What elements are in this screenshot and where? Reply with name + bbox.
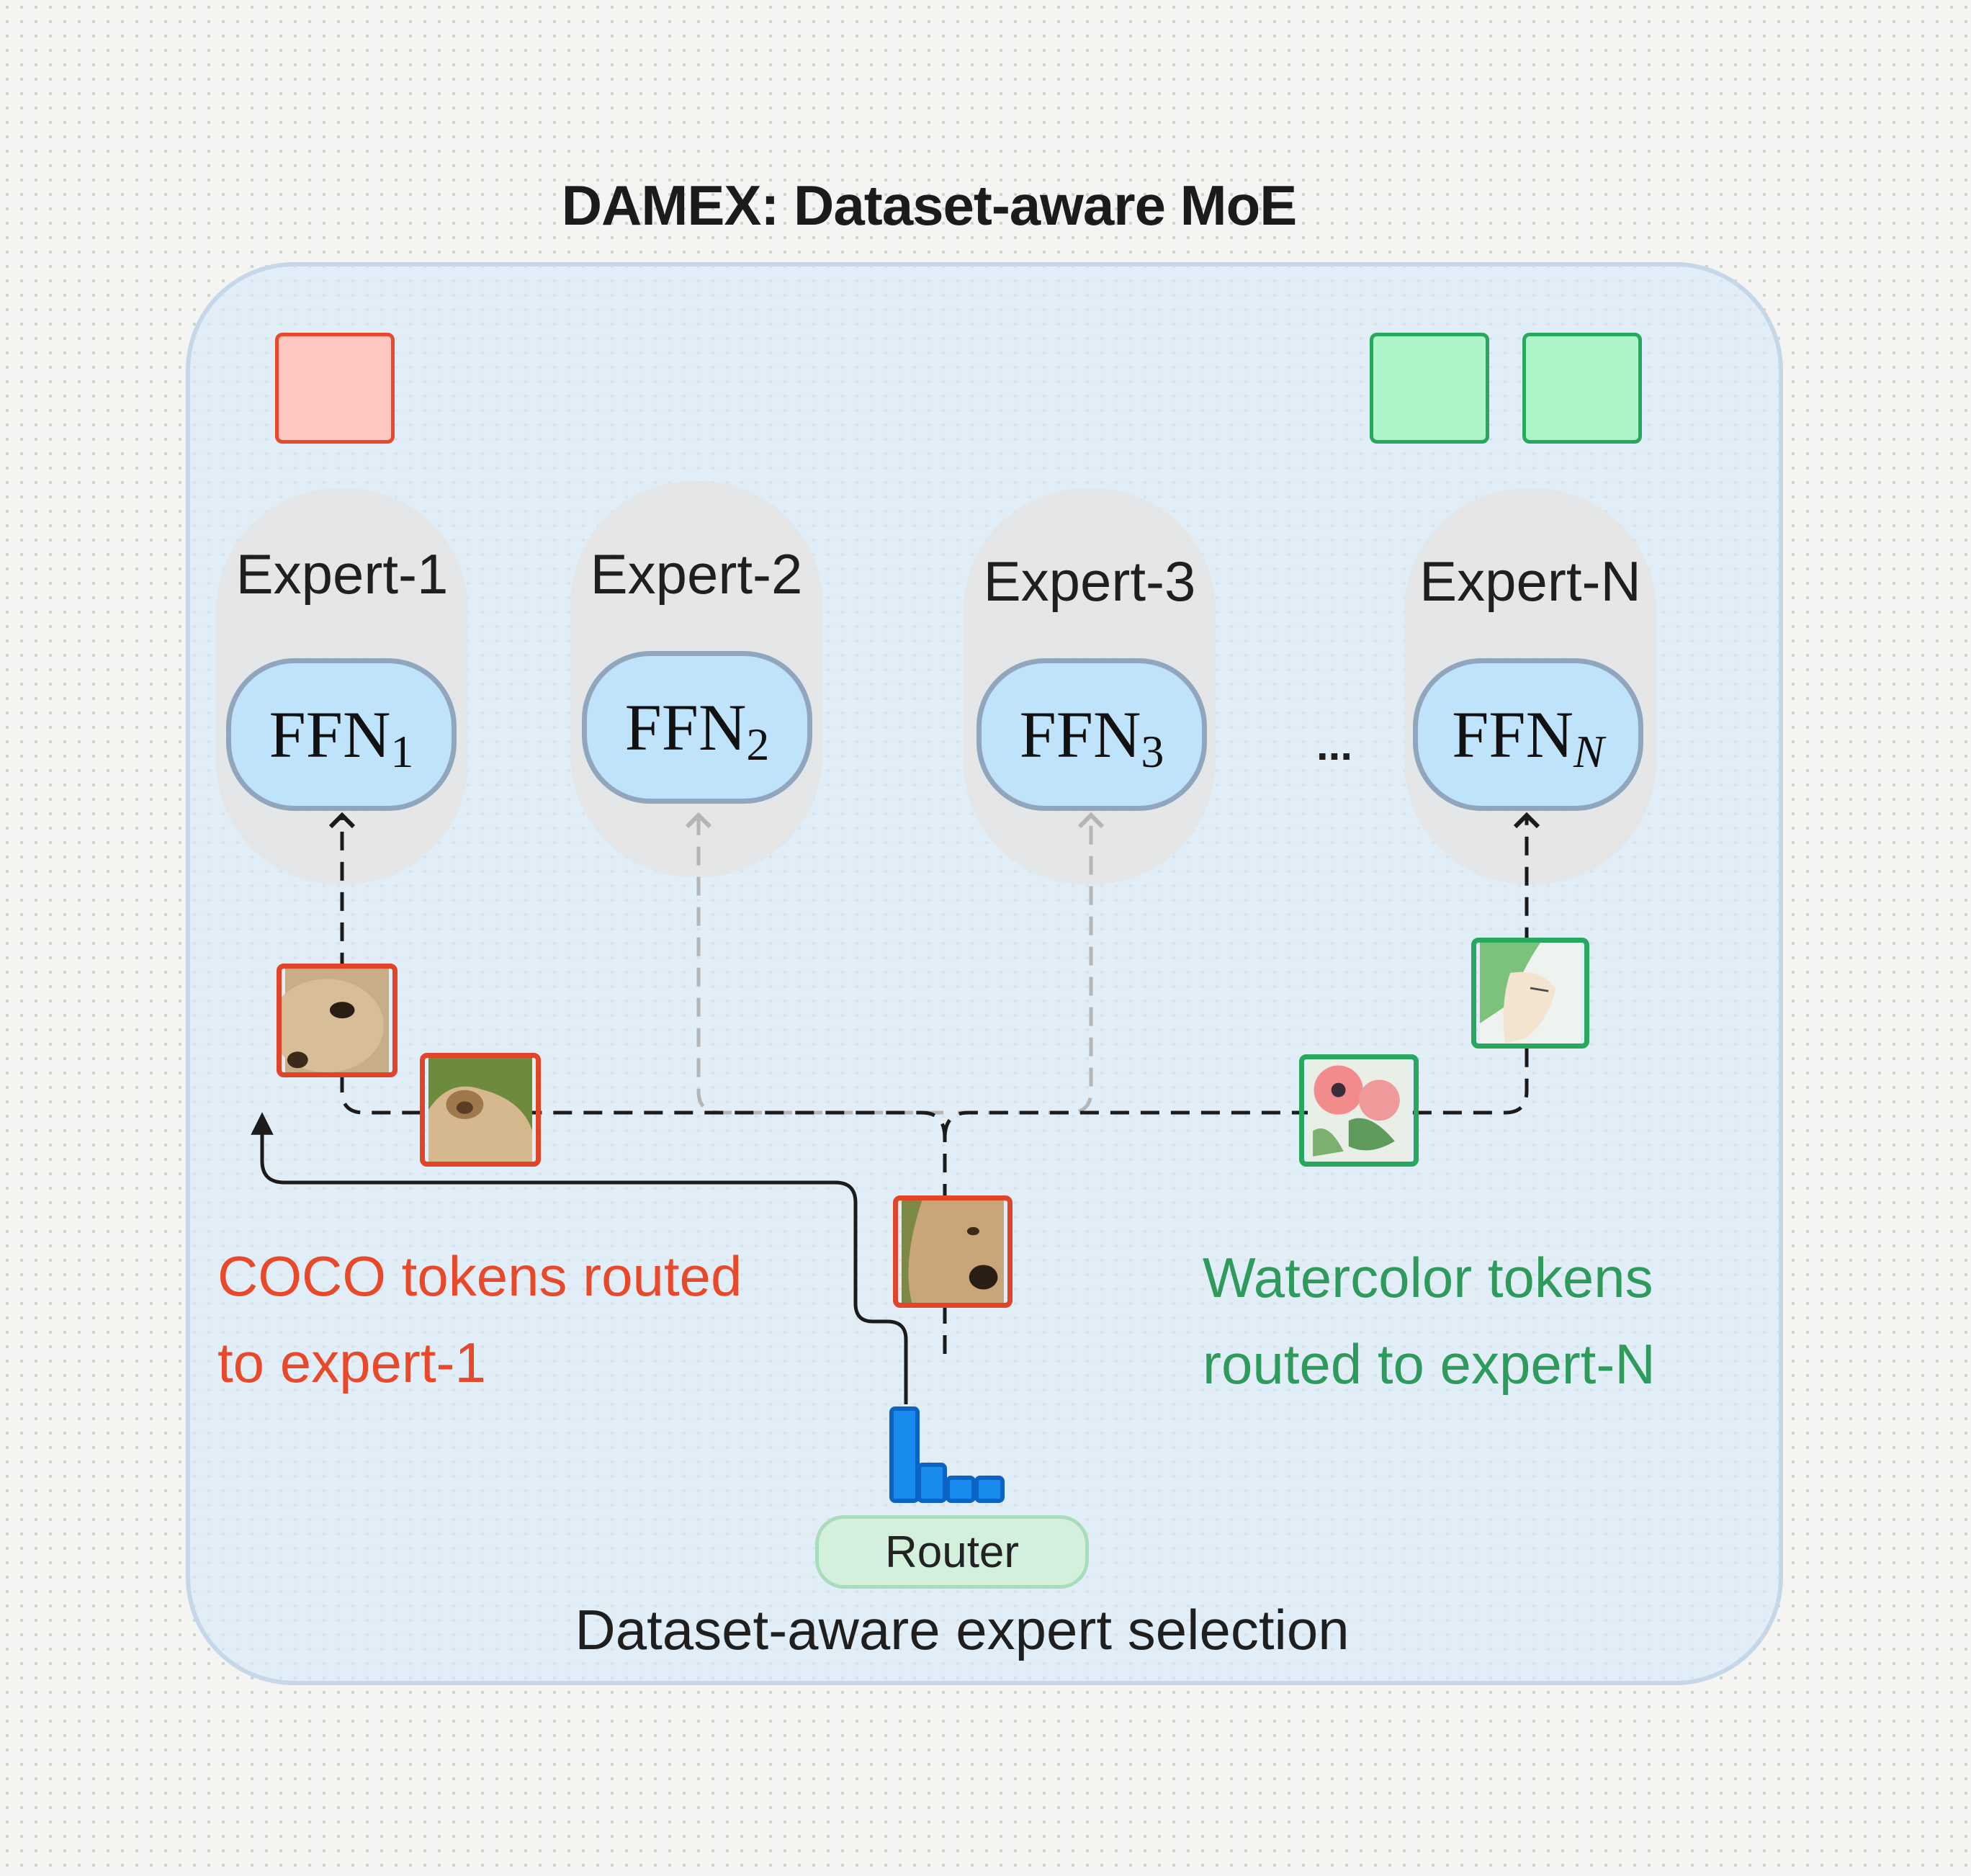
ffn-3-subscript: 3 xyxy=(1141,726,1164,777)
watercolor-face-patch xyxy=(1480,943,1581,1044)
watercolor-caption: Watercolor tokens routed to expert-N xyxy=(1203,1234,1656,1407)
route-to-expert-n xyxy=(943,812,1540,1139)
watercolor-caption-line-1: Watercolor tokens xyxy=(1203,1246,1653,1309)
coco-token-bear-ear xyxy=(420,1053,541,1167)
coco-caption-line-2: to expert-1 xyxy=(217,1331,486,1394)
bar-chart-icon xyxy=(889,1406,1005,1503)
ffn-n-base: FFN xyxy=(1452,698,1574,771)
ffn-2-subscript: 2 xyxy=(746,719,770,770)
expert-2-label: Expert-2 xyxy=(590,542,803,606)
watercolor-legend-square-1 xyxy=(1370,333,1489,444)
expert-1-label: Expert-1 xyxy=(235,542,449,606)
watercolor-token-face xyxy=(1471,938,1589,1049)
coco-token-bear-face xyxy=(277,964,398,1077)
watercolor-caption-line-2: routed to expert-N xyxy=(1203,1332,1656,1396)
route-to-expert-2 xyxy=(685,812,943,1115)
route-to-expert-3 xyxy=(958,812,1105,1115)
footer-caption: Dataset-aware expert selection xyxy=(575,1598,1350,1661)
diagram-title: DAMEX: Dataset-aware MoE xyxy=(561,174,1298,237)
coco-token-bear-nose xyxy=(893,1195,1013,1308)
coco-caption: COCO tokens routed to expert-1 xyxy=(217,1233,742,1406)
watercolor-flower-patch xyxy=(1308,1059,1410,1162)
expert-n-label: Expert-N xyxy=(1419,549,1641,613)
bear-nose-patch xyxy=(902,1200,1004,1303)
watercolor-token-flower xyxy=(1299,1054,1419,1167)
watercolor-legend-square-2 xyxy=(1522,333,1642,444)
more-experts-ellipsis: ... xyxy=(1316,721,1353,769)
route-to-expert-1 xyxy=(328,812,947,1354)
expert-3-label: Expert-3 xyxy=(983,549,1196,613)
ffn-n-subscript: N xyxy=(1573,726,1604,777)
bear-face-patch xyxy=(282,969,389,1072)
ffn-2-base: FFN xyxy=(624,691,747,764)
ffn-1-subscript: 1 xyxy=(390,726,414,777)
ffn-1-base: FFN xyxy=(269,698,391,771)
ffn-3-base: FFN xyxy=(1019,698,1141,771)
router-label: Router xyxy=(815,1515,1089,1589)
bear-ear-patch xyxy=(428,1058,532,1162)
coco-caption-line-1: COCO tokens routed xyxy=(217,1244,742,1308)
coco-legend-square xyxy=(275,333,395,444)
router-to-coco-arrow xyxy=(251,1112,908,1404)
